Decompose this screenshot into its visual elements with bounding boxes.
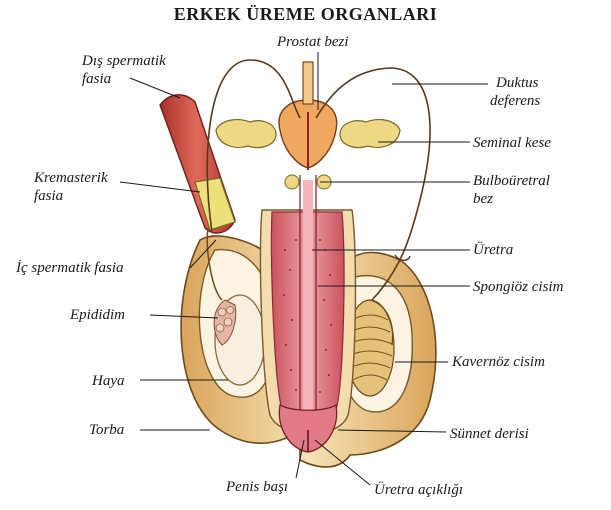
ductus-deferens-left — [206, 59, 301, 233]
label-kavernoz-cisim: Kavernöz cisim — [452, 354, 545, 370]
label-kremasterik-fasia: Kremasterik fasia — [34, 169, 108, 205]
label-bulbouretral-line1: Bulboüretral — [473, 173, 550, 189]
cremasteric-band — [194, 177, 236, 231]
seminal-vesicle-left — [215, 119, 277, 149]
glans — [278, 403, 338, 453]
diagram-title: ERKEK ÜREME ORGANLARI — [173, 4, 438, 24]
label-uretra: Üretra — [473, 242, 514, 258]
urethra-channel — [299, 175, 317, 420]
label-dis-spermatik-line2: fasia — [82, 71, 112, 87]
label-seminal-kese: Seminal kese — [473, 135, 551, 151]
label-penis-basi: Penis başı — [226, 479, 289, 495]
leader-lines — [119, 52, 488, 486]
label-spongioz-cisim: Spongiöz cisim — [473, 279, 564, 295]
ductus-deferens-right — [315, 67, 431, 301]
label-prostat-bezi: Prostat bezi — [277, 34, 349, 50]
erectile-texture — [283, 239, 332, 393]
label-duktus-deferens: Duktus deferens — [490, 74, 540, 110]
label-kremasterik-line2: fasia — [34, 188, 64, 204]
seminal-vesicle-right — [339, 119, 401, 149]
label-kremasterik-line1: Kremasterik — [34, 170, 108, 186]
label-dis-spermatik-line1: Dış spermatik — [82, 53, 166, 69]
label-bulbouretral-line2: bez — [473, 191, 493, 207]
label-bulbouretral-bez: Bulboüretral bez — [473, 172, 550, 208]
label-epididim: Epididim — [70, 307, 125, 323]
label-dis-spermatik-fasia: Dış spermatik fasia — [82, 52, 166, 88]
bulbourethral-left — [284, 174, 300, 190]
label-sunnet-derisi: Sünnet derisi — [450, 426, 529, 442]
label-ic-spermatik-fasia: İç spermatik fasia — [16, 260, 124, 276]
label-uretra-acikligi: Üretra açıklığı — [374, 482, 464, 498]
label-torba: Torba — [89, 422, 125, 438]
label-duktus-line2: deferens — [490, 93, 541, 109]
label-duktus-line1: Duktus — [496, 75, 539, 91]
label-haya: Haya — [92, 373, 125, 389]
